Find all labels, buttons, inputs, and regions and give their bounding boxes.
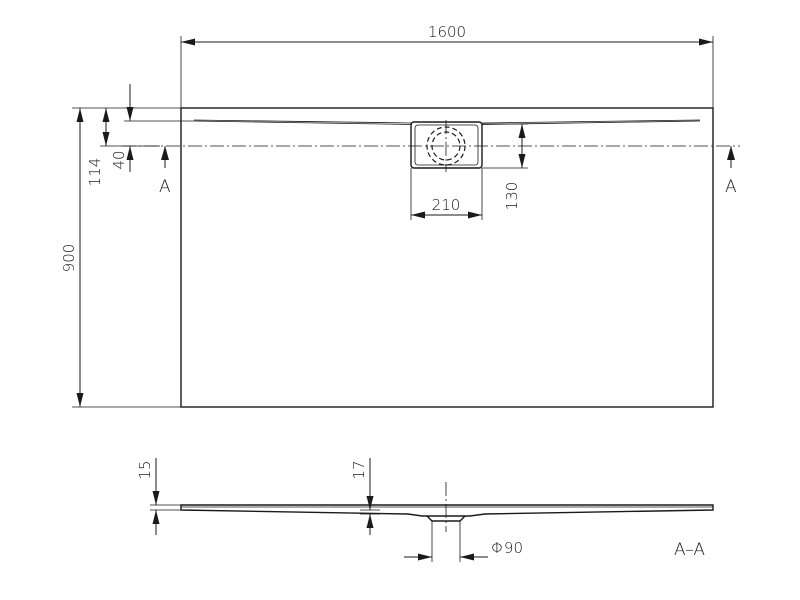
dim-114-text: 114 xyxy=(86,158,104,187)
dim-130-text: 130 xyxy=(503,182,521,211)
arrow-114-top xyxy=(102,108,110,122)
dim-40-text: 40 xyxy=(110,150,128,169)
section-label-right: A xyxy=(725,177,737,197)
arrow-17-top xyxy=(366,496,374,510)
dim-width-text: 900 xyxy=(60,244,78,273)
dim-length-text: 1600 xyxy=(428,23,466,41)
arrow-210-left xyxy=(411,211,425,219)
arrow-40-top xyxy=(126,107,134,121)
dim-210-text: 210 xyxy=(432,196,461,214)
gutter-line-left-2 xyxy=(193,120,413,125)
section-arrow-right xyxy=(727,146,735,160)
arrow-length-right xyxy=(699,38,713,46)
gutter-line-right xyxy=(481,119,701,124)
arrow-17-bottom xyxy=(366,514,374,528)
arrow-15-top xyxy=(152,491,160,505)
arrow-15-bottom xyxy=(152,510,160,524)
section-view-label: A–A xyxy=(674,540,705,560)
drain-inner xyxy=(414,124,479,166)
arrow-130-top xyxy=(518,124,526,138)
arrow-width-bottom xyxy=(76,393,84,407)
gutter-line-left xyxy=(193,119,413,124)
arrow-length-left xyxy=(181,38,195,46)
drain-outer xyxy=(410,121,483,169)
arrow-90-left xyxy=(418,553,432,561)
arrow-width-top xyxy=(76,108,84,122)
section-label-left: A xyxy=(159,177,171,197)
tray-outline xyxy=(180,107,714,408)
arrow-90-right xyxy=(460,553,474,561)
arrow-40-bottom xyxy=(126,146,134,160)
arrow-210-right xyxy=(468,211,482,219)
dim-15-text: 15 xyxy=(136,460,154,479)
section-view: 15 17 Φ90 A–A xyxy=(136,458,714,562)
arrow-130-bottom xyxy=(518,154,526,168)
dim-90-text: Φ90 xyxy=(491,539,523,557)
section-arrow-left xyxy=(161,146,169,160)
dim-17-text: 17 xyxy=(350,460,368,479)
arrow-114-bottom xyxy=(102,132,110,146)
plan-view: A A 1600 900 114 40 xyxy=(60,23,740,408)
